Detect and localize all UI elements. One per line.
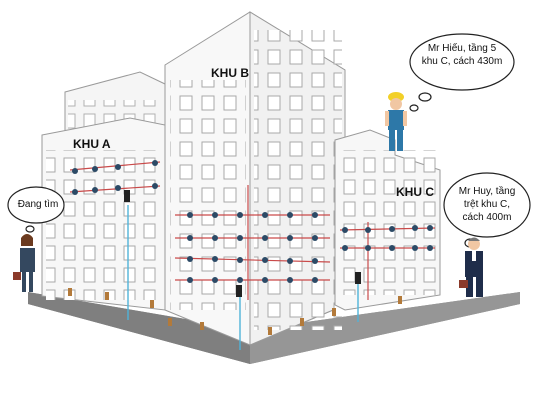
hieu-bubble-text: Mr Hiếu, tầng 5 khu C, cách 430m: [414, 42, 510, 68]
zone-label-a: KHU A: [73, 137, 111, 151]
ground-markers: [68, 288, 402, 335]
switch-boxes: [124, 190, 361, 297]
hieu-bubble-line-1: Mr Hiếu, tầng 5: [427, 43, 497, 54]
zone-label-c: KHU C: [396, 185, 434, 199]
access-points: [72, 160, 433, 283]
hieu-bubble-line-2: khu C, cách 430m: [421, 56, 503, 67]
huy-bubble-line-2: trệt khu C,: [463, 199, 511, 210]
worker-figure: [385, 92, 407, 151]
blue-risers: [127, 205, 359, 350]
huy-bubble-line-1: Mr Huy, tầng: [458, 186, 516, 197]
building-a: [41, 71, 166, 311]
businessman-figure: [459, 237, 483, 297]
thought-bubble-hieu: [409, 33, 515, 112]
huy-bubble-text: Mr Huy, tầng trệt khu C, cách 400m: [450, 185, 524, 224]
searcher-bubble-text: Đang tìm: [14, 198, 62, 211]
zone-label-b: KHU B: [211, 66, 249, 80]
huy-bubble-line-3: cách 400m: [462, 212, 512, 223]
searcher-figure: [13, 234, 35, 292]
thought-bubble-searcher: [7, 186, 65, 233]
searcher-bubble-line: Đang tìm: [17, 199, 59, 210]
building-b: [164, 11, 346, 346]
red-network-cables: [69, 161, 436, 300]
building-c: [334, 129, 441, 311]
